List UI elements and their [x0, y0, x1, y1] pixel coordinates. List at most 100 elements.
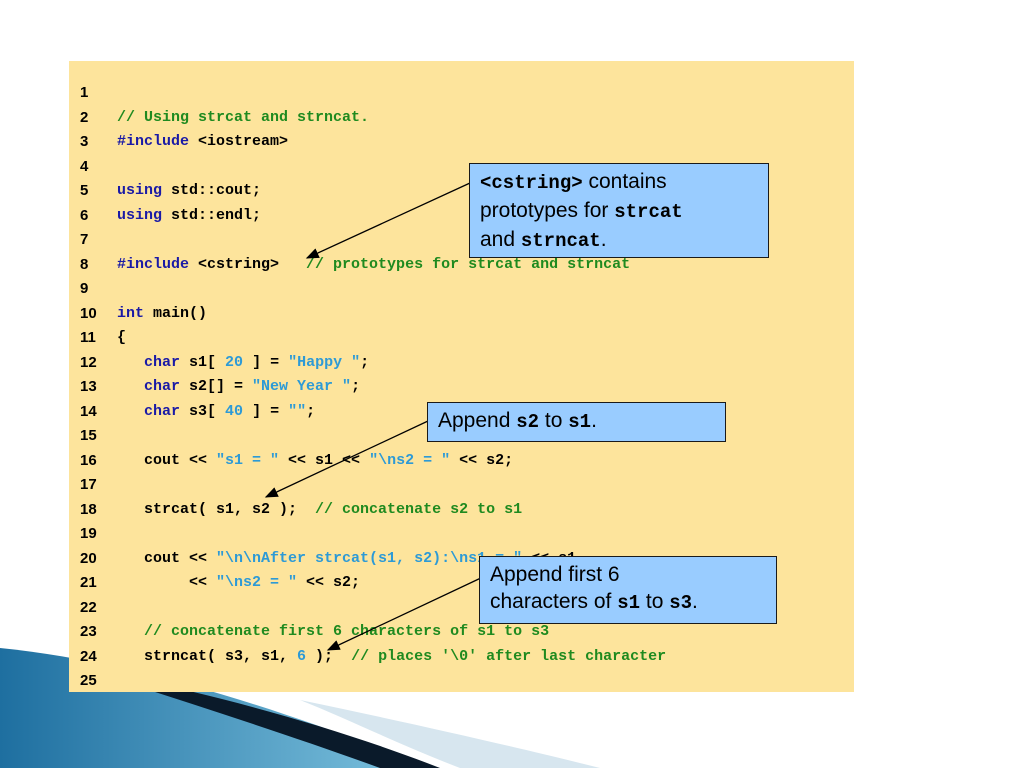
code-line: 8 #include <cstring> // prototypes for st…	[69, 253, 854, 278]
code-token: << s1 <<	[279, 451, 370, 469]
callout-text: Append first 6	[490, 563, 620, 586]
code-line: 16 cout << "s1 = " << s1 << "\ns2 = " <<…	[69, 449, 854, 474]
code-token: using	[117, 182, 163, 199]
code-text: << "\ns2 = " << s2;	[117, 571, 360, 596]
line-number: 22	[80, 598, 97, 616]
code-text: {	[117, 326, 126, 351]
line-number: 13	[80, 378, 97, 395]
line-number: 5	[80, 182, 89, 199]
code-token: // Using strcat and strncat.	[117, 108, 370, 126]
code-token: s3[	[180, 402, 226, 420]
line-number: 17	[80, 476, 97, 493]
line-number: 12	[80, 353, 97, 371]
callout-text: and	[480, 228, 521, 251]
line-number: 2	[80, 108, 89, 126]
line-number: 19	[80, 525, 97, 542]
line-number: 14	[80, 402, 97, 420]
code-token: char	[144, 353, 181, 371]
code-token: s2[] =	[180, 378, 253, 395]
code-text: #include <iostream>	[117, 130, 288, 155]
callout-text: .	[591, 409, 597, 432]
code-text: // concatenate first 6 characters of s1 …	[117, 620, 549, 645]
code-token: "s1 = "	[216, 451, 280, 469]
code-token: cout <<	[117, 451, 217, 469]
code-line: 9	[69, 277, 854, 302]
code-token: s1[	[180, 353, 226, 371]
code-text: using std::endl;	[117, 204, 261, 229]
code-token: std::cout;	[162, 182, 262, 199]
callout-code-text: s1	[568, 411, 592, 433]
code-token: // concatenate s2 to s1	[315, 500, 523, 518]
code-token: 40	[225, 402, 244, 420]
code-token: cout <<	[117, 549, 217, 567]
code-text: char s1[ 20 ] = "Happy ";	[117, 351, 369, 376]
code-token: <cstring>	[189, 255, 307, 273]
line-number: 9	[80, 280, 89, 297]
code-token: "New Year "	[252, 378, 352, 395]
code-line: 7	[69, 228, 854, 253]
line-number: 1	[80, 84, 89, 101]
code-token: #include	[117, 255, 190, 273]
callout-code-text: <cstring>	[480, 172, 583, 194]
line-number: 3	[80, 133, 89, 150]
code-line: 14 char s3[ 40 ] = "";	[69, 400, 854, 425]
callout-append-first: Append first 6 characters of s1 to s3.	[479, 556, 777, 624]
code-token: {	[117, 329, 127, 346]
callout-text: contains	[582, 170, 667, 193]
code-token: ;	[351, 378, 361, 395]
line-number: 6	[80, 206, 89, 224]
callout-append: Append s2 to s1.	[427, 402, 726, 442]
arrow-append-first	[326, 576, 484, 651]
code-text: // Using strcat and strncat.	[117, 106, 369, 131]
line-number: 18	[80, 500, 97, 518]
code-token: ] =	[243, 353, 289, 371]
code-line: 21 << "\ns2 = " << s2;	[69, 571, 854, 596]
callout-code-text: s3	[669, 592, 693, 614]
code-token: "\ns2 = "	[216, 574, 298, 591]
code-token: strncat( s3, s1,	[117, 647, 298, 665]
code-text: int main()	[117, 302, 207, 327]
code-token: char	[144, 378, 181, 395]
callout-code-text: s2	[516, 411, 540, 433]
code-token: // places '\0' after last character	[351, 647, 667, 665]
code-text: char s3[ 40 ] = "";	[117, 400, 315, 425]
code-token: char	[144, 402, 181, 420]
callout-text: .	[692, 590, 698, 613]
code-line: 18 strcat( s1, s2 ); // concatenate s2 t…	[69, 498, 854, 523]
callout-text: to	[640, 590, 670, 613]
line-number: 25	[80, 672, 97, 689]
callout-cstring: <cstring> contains prototypes for strcat…	[469, 163, 769, 258]
code-line: 19	[69, 522, 854, 547]
code-line: 1	[69, 81, 854, 106]
code-line: 25	[69, 669, 854, 694]
line-number: 20	[80, 549, 97, 567]
code-line: 17	[69, 473, 854, 498]
code-line: 2 // Using strcat and strncat.	[69, 106, 854, 131]
code-line: 15	[69, 424, 854, 449]
line-number: 7	[80, 231, 89, 248]
code-text: char s2[] = "New Year ";	[117, 375, 360, 400]
code-token: // concatenate first 6 characters of s1 …	[144, 623, 550, 640]
code-token: << s2;	[450, 451, 514, 469]
code-token: using	[117, 206, 163, 224]
callout-text: prototypes for	[480, 199, 615, 222]
code-token: << s2;	[297, 574, 361, 591]
code-line: 20 cout << "\n\nAfter strcat(s1, s2):\ns…	[69, 547, 854, 572]
callout-code-text: strcat	[614, 201, 683, 223]
code-line: 11{	[69, 326, 854, 351]
code-line: 5 using std::cout;	[69, 179, 854, 204]
code-line: 4	[69, 155, 854, 180]
code-text: #include <cstring> // prototypes for str…	[117, 253, 630, 278]
line-number: 8	[80, 255, 89, 273]
code-line: 22	[69, 596, 854, 621]
code-token: std::endl;	[162, 206, 262, 224]
callout-text: .	[600, 228, 607, 251]
code-token: strcat( s1, s2 );	[117, 500, 316, 518]
code-token: ;	[360, 353, 370, 371]
code-token: ;	[306, 402, 316, 420]
line-number: 16	[80, 451, 97, 469]
code-token: );	[306, 647, 352, 665]
code-token: ""	[288, 402, 307, 420]
code-text: cout << "s1 = " << s1 << "\ns2 = " << s2…	[117, 449, 513, 474]
